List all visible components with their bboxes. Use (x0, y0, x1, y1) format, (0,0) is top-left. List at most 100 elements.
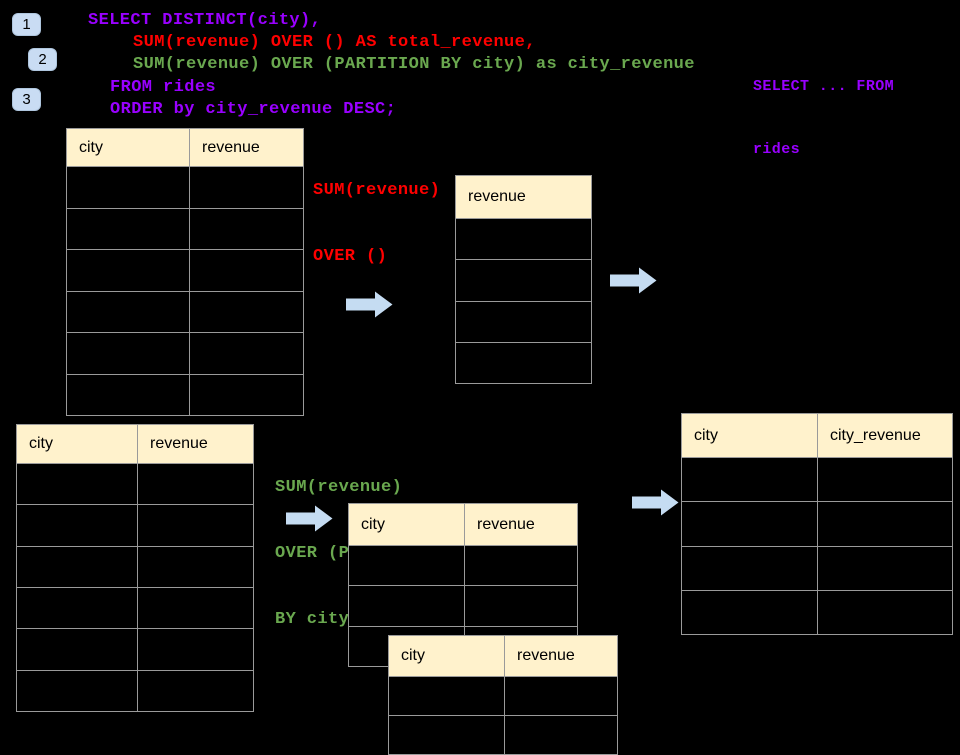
table-row-empty (682, 545, 952, 590)
table-row-empty (67, 249, 303, 291)
table-cell-empty (17, 464, 137, 504)
sql-order-by-line: ORDER by city_revenue DESC; (110, 100, 397, 119)
table-cell-empty (817, 590, 952, 634)
table-cell-empty (67, 375, 189, 416)
table-cell-empty (17, 588, 137, 628)
table-header-row: revenue (456, 176, 591, 219)
table-row-empty (682, 501, 952, 546)
table-row-empty (67, 332, 303, 374)
table-cell-empty (137, 670, 253, 711)
side-note-line-1: SELECT ... FROM (753, 78, 895, 95)
table-cell-empty (504, 677, 617, 715)
table-cell-empty (682, 502, 817, 545)
table-cell-empty (137, 505, 253, 546)
table-total-revenue-result: revenue (455, 175, 592, 384)
table-row-empty (17, 464, 253, 505)
table-row-empty (67, 290, 303, 333)
table-row-empty (389, 677, 617, 715)
table-cell-empty (817, 546, 952, 590)
column-header-revenue: revenue (137, 425, 253, 463)
annotation-over-all: SUM(revenue) OVER () (313, 136, 440, 312)
sql-total-revenue-line: SUM(revenue) OVER () AS total_revenue, (133, 33, 536, 52)
table-cell-empty (67, 167, 189, 208)
table-cell-empty (137, 464, 253, 505)
right-arrow-icon (286, 505, 333, 532)
table-cell-empty (189, 333, 303, 374)
table-cell-empty (817, 502, 952, 546)
table-row-empty (67, 207, 303, 249)
table-cell-empty (17, 671, 137, 711)
column-header-city: city (79, 138, 103, 156)
table-body (389, 677, 617, 754)
table-header-row: city city_revenue (682, 414, 952, 458)
table-city-revenue-result: city city_revenue (681, 413, 953, 635)
column-header-revenue: revenue (468, 188, 526, 205)
column-header-city: city (29, 435, 53, 452)
table-cell-empty (189, 167, 303, 208)
column-header-city: city (361, 515, 385, 533)
annotation-over-partition-line-1: SUM(revenue) (275, 478, 403, 497)
table-body (456, 219, 591, 383)
table-body (67, 167, 303, 415)
table-row-empty (67, 167, 303, 208)
step-badge-2-label: 2 (38, 51, 47, 68)
table-body (682, 458, 952, 634)
table-cell-empty (504, 716, 617, 754)
table-cell-empty (456, 260, 591, 300)
table-cell-empty (17, 629, 137, 669)
table-header-row: city revenue (349, 504, 577, 546)
table-body (17, 464, 253, 711)
table-row-empty (456, 259, 591, 300)
annotation-over-partition-line-3: BY city) (275, 610, 360, 629)
table-cell-empty (189, 374, 303, 415)
table-cell-empty (137, 629, 253, 670)
sql-select-line: SELECT DISTINCT(city), (88, 11, 322, 30)
table-cell-empty (349, 546, 464, 585)
table-cell-empty (189, 250, 303, 291)
table-row-empty (17, 586, 253, 629)
column-header-revenue: revenue (189, 129, 303, 166)
table-cell-empty (67, 333, 189, 374)
right-arrow-icon (632, 489, 679, 516)
table-cell-empty (67, 250, 189, 291)
table-row-empty (349, 546, 577, 586)
table-cell-empty (67, 292, 189, 333)
table-row-empty (456, 219, 591, 259)
sql-from-line: FROM rides (110, 78, 217, 97)
step-badge-3-label: 3 (22, 91, 31, 108)
step-badge-1-label: 1 (22, 16, 31, 33)
table-row-empty (456, 300, 591, 342)
table-row-empty (682, 589, 952, 634)
table-cell-empty (682, 591, 817, 634)
table-cell-empty (682, 547, 817, 590)
table-header-row: city revenue (17, 425, 253, 464)
table-row-empty (389, 715, 617, 754)
table-header-row: city revenue (67, 129, 303, 167)
table-rides-source-top: city revenue (66, 128, 304, 416)
table-row-empty (67, 373, 303, 416)
table-cell-empty (189, 291, 303, 332)
annotation-over-all-line-1: SUM(revenue) (313, 181, 441, 200)
side-note-line-2: rides (753, 141, 801, 158)
table-cell-empty (682, 458, 817, 501)
step-badge-3: 3 (12, 88, 41, 111)
table-cell-empty (456, 302, 591, 342)
step-badge-2: 2 (28, 48, 57, 71)
table-rides-source-bottom: city revenue (16, 424, 254, 712)
table-cell-empty (389, 677, 504, 715)
column-header-revenue: revenue (504, 636, 617, 676)
table-cell-empty (464, 586, 577, 626)
sql-city-revenue-line: SUM(revenue) OVER (PARTITION BY city) as… (133, 55, 695, 74)
table-row-empty (17, 628, 253, 670)
table-cell-empty (17, 547, 137, 587)
side-note-select-from-rides: SELECT ... FROM rides (753, 34, 894, 202)
step-badge-1: 1 (12, 13, 41, 36)
table-header-row: city revenue (389, 636, 617, 677)
column-header-revenue: revenue (464, 504, 577, 545)
table-row-empty (456, 341, 591, 383)
table-cell-empty (389, 716, 504, 754)
table-cell-empty (464, 546, 577, 586)
table-row-empty (17, 545, 253, 587)
table-row-empty (682, 458, 952, 502)
table-cell-empty (456, 219, 591, 259)
